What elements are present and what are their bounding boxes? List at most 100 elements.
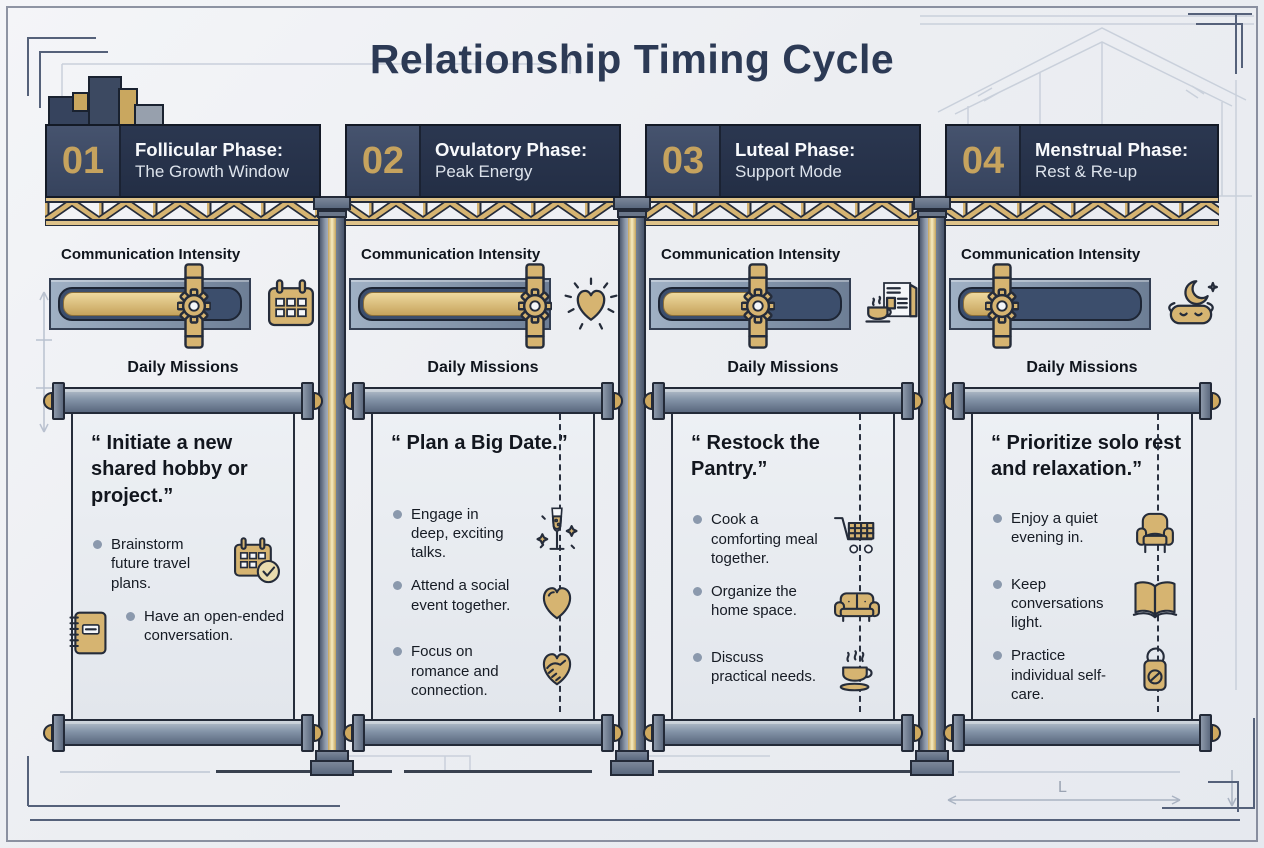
phase-column-4: Communication Intensity Daily Missions “… bbox=[943, 246, 1221, 752]
shopping-cart-icon bbox=[831, 510, 883, 562]
gauge-fill bbox=[63, 292, 193, 316]
bullet-dot bbox=[393, 647, 402, 657]
mission-bullet: Have an open-ended conversation. bbox=[93, 607, 285, 659]
scroll-rod-bottom bbox=[943, 714, 1221, 752]
mission-paper: “ Initiate a new shared hobby or project… bbox=[71, 414, 295, 722]
gauge-handle-gear-icon bbox=[985, 262, 1019, 350]
mission-bullet: Enjoy a quiet evening in. bbox=[993, 509, 1183, 561]
intensity-gauge bbox=[949, 278, 1151, 330]
gauge-track bbox=[358, 287, 542, 321]
ground-line bbox=[404, 770, 592, 773]
bullet-dot bbox=[393, 509, 402, 519]
intensity-label: Communication Intensity bbox=[961, 246, 1141, 263]
sofa-icon bbox=[831, 582, 883, 634]
phase-title: Menstrual Phase: bbox=[1035, 139, 1189, 161]
mission-bullet: Brainstorm future travel plans. bbox=[93, 535, 285, 593]
bullet-dot bbox=[993, 651, 1002, 661]
bullet-dot bbox=[126, 611, 135, 621]
armchair-icon bbox=[1129, 509, 1181, 561]
radiant-heart-icon bbox=[563, 276, 619, 332]
phase-title: Luteal Phase: bbox=[735, 139, 856, 161]
mission-bullet: Organize the home space. bbox=[693, 582, 885, 634]
calendar-icon bbox=[263, 276, 319, 332]
bullet-dot bbox=[393, 581, 402, 591]
mission-bullet: Keep conversations light. bbox=[993, 575, 1183, 633]
phase-header-3: 03 Luteal Phase: Support Mode bbox=[645, 124, 921, 198]
missions-label: Daily Missions bbox=[427, 359, 539, 376]
scroll-rod-top bbox=[343, 382, 623, 420]
phase-title: Ovulatory Phase: bbox=[435, 139, 588, 161]
ground-line bbox=[216, 770, 392, 773]
phase-number: 01 bbox=[47, 126, 121, 196]
missions-label: Daily Missions bbox=[727, 359, 839, 376]
intensity-label: Communication Intensity bbox=[661, 246, 841, 263]
bullet-dot bbox=[693, 515, 702, 525]
door-hanger-icon bbox=[1129, 646, 1181, 698]
pillar bbox=[610, 196, 654, 776]
intensity-gauge bbox=[349, 278, 551, 330]
mission-quote: “ Initiate a new shared hobby or project… bbox=[91, 432, 248, 507]
intensity-gauge bbox=[49, 278, 251, 330]
mission-scroll: “ Prioritize solo rest and relaxation.” … bbox=[943, 382, 1221, 752]
gauge-handle-gear-icon bbox=[177, 262, 211, 350]
phase-header-4: 04 Menstrual Phase: Rest & Re-up bbox=[945, 124, 1219, 198]
phase-subtitle: Peak Energy bbox=[435, 161, 533, 181]
bullet-dot bbox=[93, 540, 102, 550]
coffee-newspaper-icon bbox=[863, 276, 919, 332]
building-silhouette bbox=[72, 92, 89, 112]
gauge-track bbox=[58, 287, 242, 321]
mission-bullet: Engage in deep, exciting talks. bbox=[393, 505, 585, 563]
gauge-handle-gear-icon bbox=[518, 262, 552, 350]
pillar bbox=[310, 196, 354, 776]
mission-paper: “ Prioritize solo rest and relaxation.” … bbox=[971, 414, 1193, 722]
dimension-label: L bbox=[1058, 779, 1067, 796]
scroll-rod-top bbox=[43, 382, 323, 420]
bullet-dot bbox=[993, 513, 1002, 523]
phase-subtitle: Support Mode bbox=[735, 161, 842, 181]
bullet-dot bbox=[993, 579, 1002, 589]
phase-header-1: 01 Follicular Phase: The Growth Window bbox=[45, 124, 321, 198]
phase-number: 03 bbox=[647, 126, 721, 196]
scroll-rod-top bbox=[643, 382, 923, 420]
open-book-icon bbox=[1129, 575, 1181, 627]
notebook-icon bbox=[64, 607, 116, 659]
intensity-gauge bbox=[649, 278, 851, 330]
ground-line-faint bbox=[60, 771, 210, 773]
coffee-cup-icon bbox=[831, 648, 883, 700]
icon-connector-line bbox=[559, 414, 561, 712]
mission-scroll: “ Restock the Pantry.” Cook a comforting… bbox=[643, 382, 923, 752]
phase-header-2: 02 Ovulatory Phase: Peak Energy bbox=[345, 124, 621, 198]
scroll-rod-bottom bbox=[43, 714, 323, 752]
missions-label: Daily Missions bbox=[127, 359, 239, 376]
mission-bullet: Focus on romance and connection. bbox=[393, 642, 585, 700]
gauge-handle-gear-icon bbox=[741, 262, 775, 350]
bullet-dot bbox=[693, 587, 702, 596]
intensity-label: Communication Intensity bbox=[61, 246, 241, 263]
intensity-label: Communication Intensity bbox=[361, 246, 541, 263]
phase-subtitle: Rest & Re-up bbox=[1035, 161, 1138, 181]
ground-line-faint bbox=[958, 771, 1180, 773]
mission-bullet: Attend a social event together. bbox=[393, 576, 585, 628]
mission-scroll: “ Initiate a new shared hobby or project… bbox=[43, 382, 323, 752]
phase-column-1: Communication Intensity Daily Missions “… bbox=[43, 246, 323, 752]
mission-scroll: “ Plan a Big Date.” Engage in deep, exci… bbox=[343, 382, 623, 752]
mission-quote: “ Prioritize solo rest and relaxation.” bbox=[991, 432, 1182, 481]
ground-line bbox=[658, 770, 954, 773]
gauge-fill bbox=[363, 292, 534, 316]
page-title: Relationship Timing Cycle bbox=[369, 36, 895, 82]
mission-quote: “ Restock the Pantry.” bbox=[691, 432, 820, 481]
icon-connector-line bbox=[859, 414, 861, 712]
mission-paper: “ Plan a Big Date.” Engage in deep, exci… bbox=[371, 414, 595, 722]
pillar bbox=[910, 196, 954, 776]
handshake-heart-icon bbox=[531, 642, 583, 694]
mission-quote: “ Plan a Big Date.” bbox=[391, 432, 568, 454]
phase-title: Follicular Phase: bbox=[135, 139, 284, 161]
mission-bullet: Discuss practical needs. bbox=[693, 648, 885, 700]
bullet-dot bbox=[693, 653, 702, 662]
scroll-rod-top bbox=[943, 382, 1221, 420]
mission-bullet: Cook a comforting meal together. bbox=[693, 510, 885, 568]
phase-number: 04 bbox=[947, 126, 1021, 196]
phase-subtitle: The Growth Window bbox=[135, 161, 289, 181]
icon-connector-line bbox=[1157, 414, 1159, 712]
